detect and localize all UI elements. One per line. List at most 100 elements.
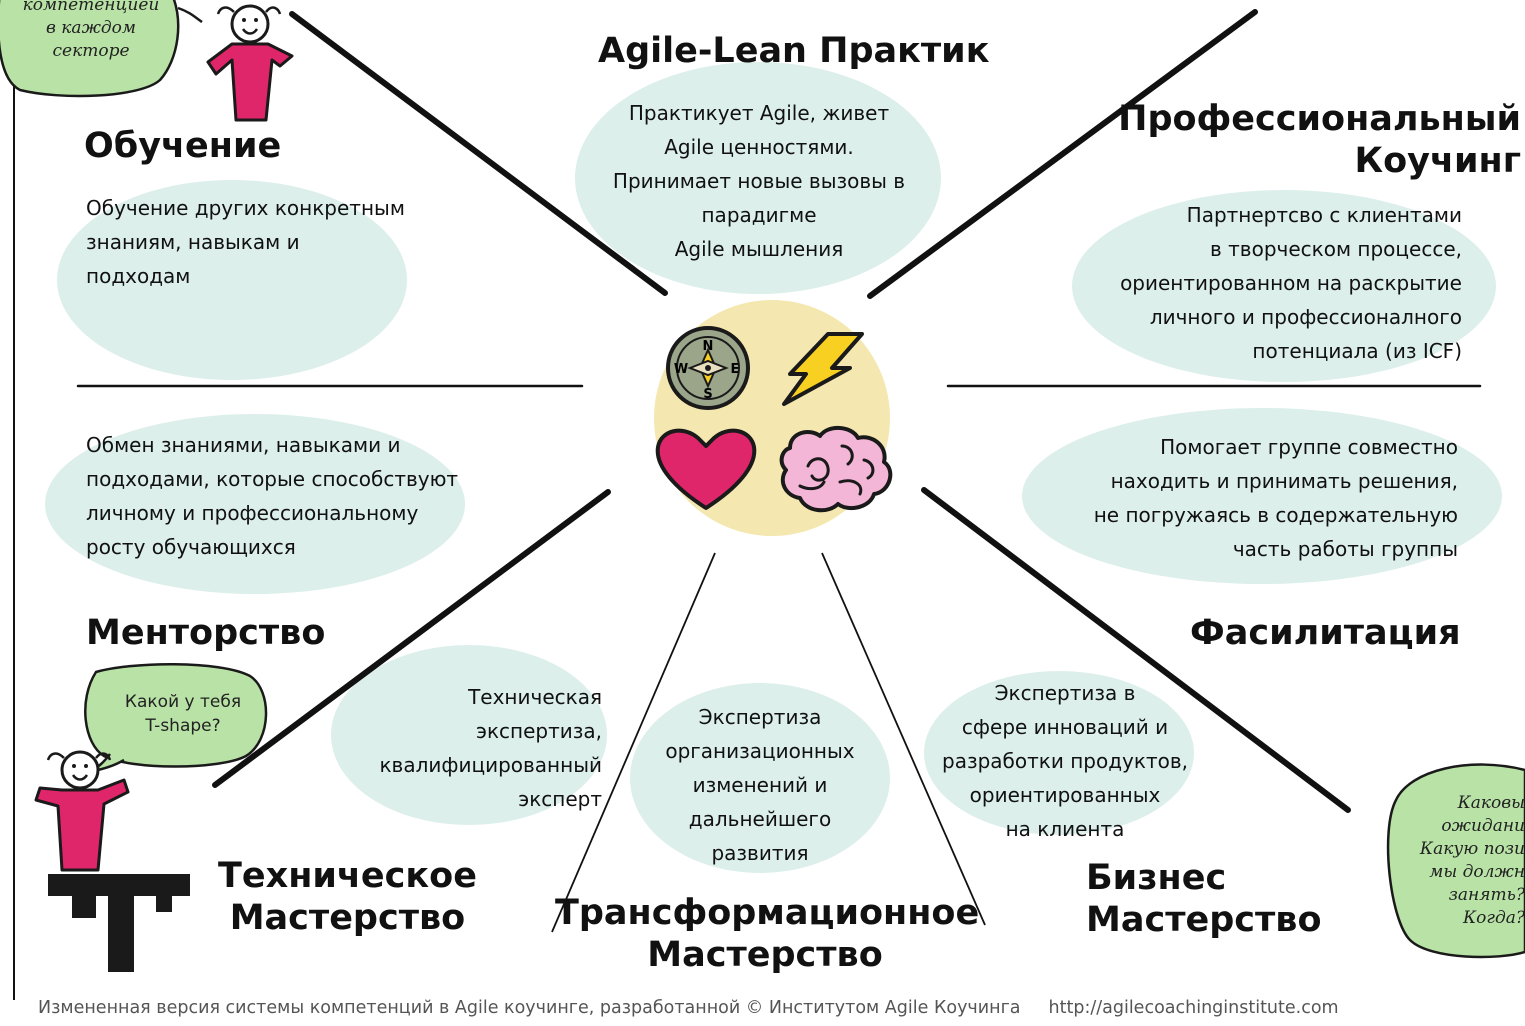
agile-lean-description: Практикует Agile, живет Agile ценностями… [580,96,938,266]
description-line: разработки продуктов, [942,749,1188,773]
description-line: личному и профессиональному [86,501,419,525]
teaching-title: Обучение [84,126,282,166]
speech-line: Каковы [1457,793,1525,813]
description-line: на клиента [1005,817,1125,841]
figure-top [206,4,294,122]
description-line: личного и профессионалного [1149,305,1462,329]
business-description: Экспертиза в сфере инноваций и разработк… [905,676,1225,846]
footer-url[interactable]: http://agilecoachinginstitute.com [1048,998,1339,1018]
coaching-title-line: Профессиональный [1118,99,1521,139]
description-line: организационных [665,739,855,763]
speech-line: ожидани [1441,816,1525,836]
speech-line: Какой у тебя [124,692,242,712]
compass-w: W [674,362,688,377]
description-line: развития [711,841,809,865]
speech-bubble-right [1386,763,1525,959]
compass-n: N [703,339,714,354]
description-line: Практикует Agile, живет [628,101,890,125]
compass-icon: N S W E [666,326,750,410]
description-line: Партнертсво с клиентами [1186,203,1462,227]
mentoring-title: Менторство [86,613,326,653]
transformation-title-line: Мастерство [647,935,883,975]
description-line: подходам [86,264,191,288]
description-line: Экспертиза в [994,681,1136,705]
business-title-line: Бизнес [1086,858,1227,898]
description-line: в творческом процессе, [1210,237,1462,261]
description-line: не погружаясь в содержательную [1093,503,1458,527]
description-line: эксперт [518,787,602,811]
speech-line: мы должн [1429,862,1525,882]
sector-dividers [212,9,1351,813]
footer: Измененная версия системы компетенций в … [38,998,1339,1018]
coaching-description: Партнертсво с клиентами в творческом про… [1052,198,1462,368]
speech-top-left-text: компетенцией в каждом секторе [6,0,176,63]
speech-line: Какую пози [1419,839,1525,859]
description-line: Помогает группе совместно [1160,435,1458,459]
technical-title-line: Мастерство [229,898,466,938]
description-line: часть работы группы [1232,537,1458,561]
business-title-line: Мастерство [1086,900,1322,940]
facilitation-oval [1022,408,1502,584]
description-line: подходами, которые способствуют [86,467,459,491]
footer-caption: Измененная версия системы компетенций в … [38,998,1021,1018]
coaching-title: Профессиональный Коучинг [1118,98,1521,182]
teaching-description: Обучение других конкретным знаниям, навы… [86,191,466,293]
brain-icon [779,426,893,513]
technical-oval [331,645,607,825]
description-line: находить и принимать решения, [1110,469,1458,493]
teaching-oval [57,180,407,380]
transformation-title-line: Трансформационное [555,893,980,933]
speech-line: секторе [52,41,130,61]
description-line: экспертиза, [475,719,602,743]
speech-line: T-shape? [145,716,221,736]
speech-bubble-top-left [0,0,203,98]
mentoring-oval [45,414,465,594]
speech-line: в каждом [45,18,136,38]
business-title: Бизнес Мастерство [1086,857,1322,941]
transformation-description: Экспертиза организационных изменений и д… [660,700,860,870]
description-line: ориентированных [969,783,1161,807]
description-line: дальнейшего [688,807,832,831]
agile-lean-title: Agile-Lean Практик [598,31,990,71]
description-line: знаниям, навыкам и [86,230,300,254]
lightning-icon [782,332,864,406]
facilitation-description: Помогает группе совместно находить и при… [1030,430,1458,566]
transformation-title: Трансформационное Мастерство [555,892,980,976]
mentoring-description: Обмен знаниями, навыками и подходами, ко… [86,428,526,564]
speech-bubble-tshape [84,662,268,774]
speech-right-text: Каковы ожидани Какую пози мы должн занят… [1382,792,1525,930]
speech-line: занять? [1448,885,1525,905]
coaching-title-line: Коучинг [1354,141,1522,181]
heart-icon [655,428,757,510]
compass-s: S [703,387,712,402]
description-line: квалифицированный [379,753,602,777]
description-line: Agile мышления [674,237,844,261]
facilitation-title: Фасилитация [1190,613,1461,653]
speech-tshape-text: Какой у тебя T-shape? [98,690,268,738]
description-line: Техническая [468,685,602,709]
description-line: парадигме [701,203,817,227]
description-line: ориентированном на раскрытие [1120,271,1462,295]
t-shape-icon [48,874,190,972]
agile-lean-oval [575,62,941,294]
description-line: Agile ценностями. [664,135,854,159]
description-line: Принимает новые вызовы в [612,169,906,193]
technical-description: Техническая экспертиза, квалифицированны… [340,680,602,816]
description-line: потенциала (из ICF) [1252,339,1462,363]
speech-line: компетенцией [22,0,160,15]
compass-e: E [731,362,740,377]
technical-title: Техническое Мастерство [218,855,477,939]
figure-bottom-left [34,750,130,872]
coaching-oval [1072,190,1496,382]
description-line: Экспертиза [698,705,822,729]
description-line: росту обучающихся [86,535,296,559]
description-line: сфере инноваций и [961,715,1169,739]
description-line: Обмен знаниями, навыками и [86,433,401,457]
description-line: Обучение других конкретным [86,196,405,220]
bottom-dividers [551,552,986,933]
transformation-oval [630,683,890,873]
speech-line: Когда? [1462,908,1525,928]
business-oval [924,671,1194,835]
technical-title-line: Техническое [218,856,477,896]
